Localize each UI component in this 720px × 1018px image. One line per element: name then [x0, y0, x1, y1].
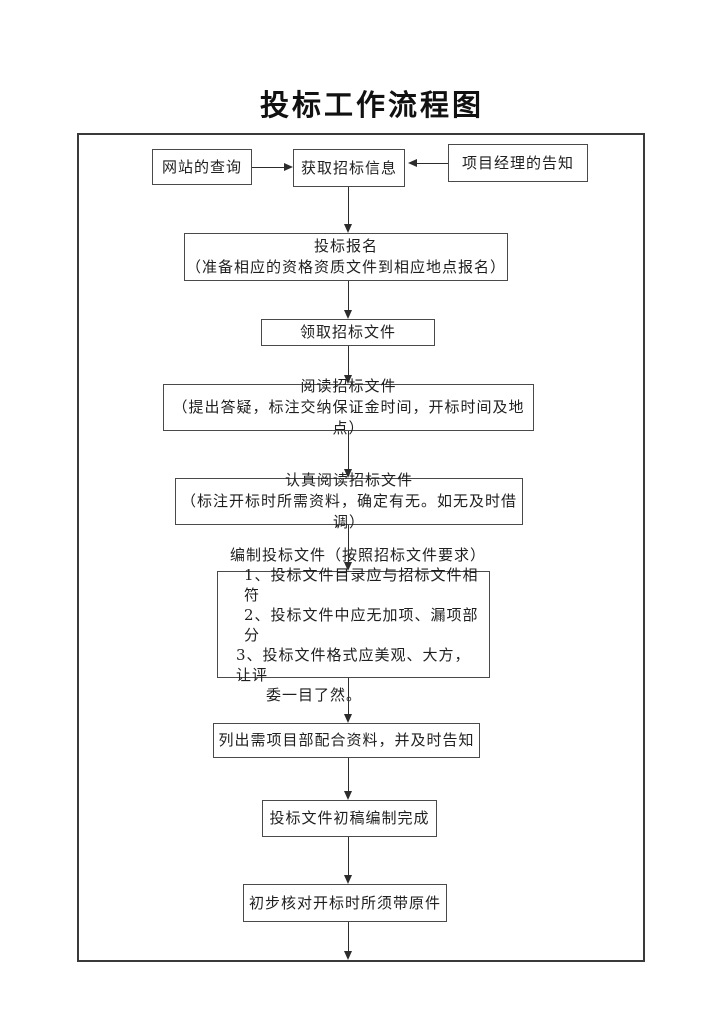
- flow-box-read-documents: 阅读招标文件 （提出答疑，标注交纳保证金时间，开标时间及地点）: [163, 377, 534, 437]
- flow-box-list-project-dept-materials: 列出需项目部配合资料，并及时告知: [213, 723, 480, 758]
- box-label: 项目经理的告知: [461, 153, 574, 172]
- arrow-prepare-to-list-materials: [344, 678, 352, 723]
- arrow-obtain-to-registration: [344, 187, 352, 233]
- flow-box-collect-documents: 领取招标文件: [261, 319, 435, 346]
- page-title: 投标工作流程图: [259, 88, 484, 122]
- box-label: 认真阅读招标文件: [284, 471, 413, 489]
- flow-box-careful-read-documents: 认真阅读招标文件 （标注开标时所需资料，确定有无。如无及时借调）: [175, 471, 523, 531]
- box-label: 网站的查询: [161, 157, 242, 176]
- box-label: 投标报名: [313, 237, 378, 255]
- box-note: （准备相应的资格资质文件到相应地点报名）: [185, 258, 506, 276]
- box-label: 投标文件初稿编制完成: [269, 809, 430, 827]
- box-label: 领取招标文件: [299, 323, 396, 341]
- box-line: 2、投标文件中应无加项、漏项部分: [244, 605, 479, 644]
- box-note: （标注开标时所需资料，确定有无。如无及时借调）: [180, 492, 517, 531]
- arrow-draft-to-check-originals: [344, 837, 352, 884]
- arrow-collect-to-read: [344, 346, 352, 384]
- box-line: 编制投标文件（按照招标文件要求）: [230, 545, 487, 564]
- arrow-manager-to-obtain: [408, 159, 448, 167]
- arrow-careful-read-to-prepare: [344, 525, 352, 571]
- arrow-website-to-obtain: [252, 163, 293, 171]
- flow-box-check-originals: 初步核对开标时所须带原件: [243, 884, 447, 922]
- box-line: 3、投标文件格式应美观、大方，让评: [236, 645, 471, 684]
- box-label: 阅读招标文件: [300, 377, 397, 395]
- flow-box-obtain-bid-info: 获取招标信息: [293, 149, 405, 187]
- flow-box-project-manager-notice: 项目经理的告知: [448, 144, 588, 182]
- box-label: 列出需项目部配合资料，并及时告知: [218, 731, 475, 749]
- box-label: 获取招标信息: [300, 158, 397, 177]
- arrow-registration-to-collect: [344, 281, 352, 319]
- box-label: 初步核对开标时所须带原件: [248, 893, 441, 912]
- arrow-list-materials-to-draft: [344, 758, 352, 800]
- flow-box-draft-completed: 投标文件初稿编制完成: [262, 800, 437, 837]
- flow-box-website-inquiry: 网站的查询: [152, 149, 252, 185]
- flow-box-prepare-bid-documents: 编制投标文件（按照招标文件要求） 1、投标文件目录应与招标文件相符 2、投标文件…: [217, 546, 490, 704]
- flow-box-bid-registration: 投标报名 （准备相应的资格资质文件到相应地点报名）: [184, 233, 508, 281]
- arrow-read-to-careful-read: [344, 431, 352, 478]
- arrow-check-originals-to-frame-bottom: [344, 922, 352, 960]
- box-line: 委一目了然。: [266, 685, 363, 704]
- box-line: 1、投标文件目录应与招标文件相符: [244, 565, 479, 604]
- box-note: （提出答疑，标注交纳保证金时间，开标时间及地点）: [172, 398, 525, 437]
- flowchart-frame: [77, 133, 645, 962]
